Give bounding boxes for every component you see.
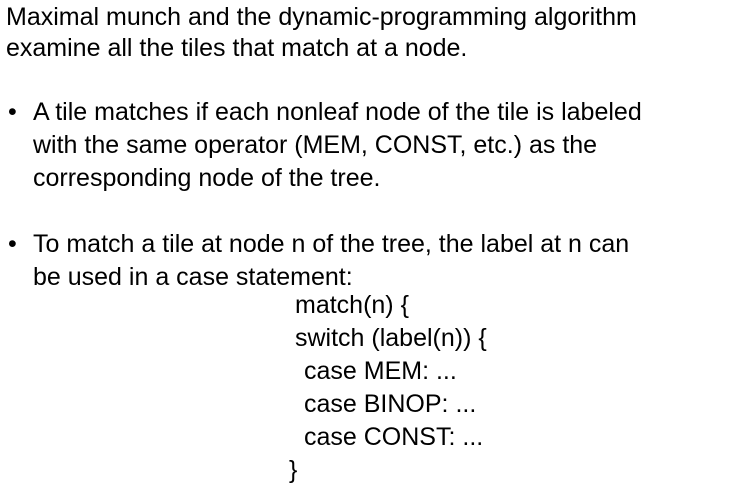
code-line: } (289, 456, 298, 484)
intro-paragraph: Maximal munch and the dynamic-programmin… (6, 2, 637, 64)
code-line: case CONST: ... (304, 423, 484, 451)
bullet-line: A tile matches if each nonleaf node of t… (33, 98, 642, 126)
intro-line: Maximal munch and the dynamic-programmin… (6, 3, 637, 31)
bullet-dot-icon: • (8, 230, 17, 258)
code-line: switch (label(n)) { (295, 324, 487, 352)
bullet-line: be used in a case statement: (33, 263, 353, 291)
code-block: match(n) { switch (label(n)) { case MEM:… (289, 289, 487, 487)
code-line: match(n) { (295, 291, 409, 319)
bullet-item: • A tile matches if each nonleaf node of… (0, 96, 642, 195)
bullet-line: To match a tile at node n of the tree, t… (33, 230, 630, 258)
bullet-dot-icon: • (8, 98, 17, 126)
bullet-line: corresponding node of the tree. (33, 164, 381, 192)
code-line: case MEM: ... (304, 357, 457, 385)
bullet-item: • To match a tile at node n of the tree,… (0, 228, 642, 294)
bullet-line: with the same operator (MEM, CONST, etc.… (33, 131, 598, 159)
intro-line: examine all the tiles that match at a no… (6, 34, 468, 62)
bullet-list: • A tile matches if each nonleaf node of… (0, 96, 642, 294)
code-line: case BINOP: ... (304, 390, 477, 418)
